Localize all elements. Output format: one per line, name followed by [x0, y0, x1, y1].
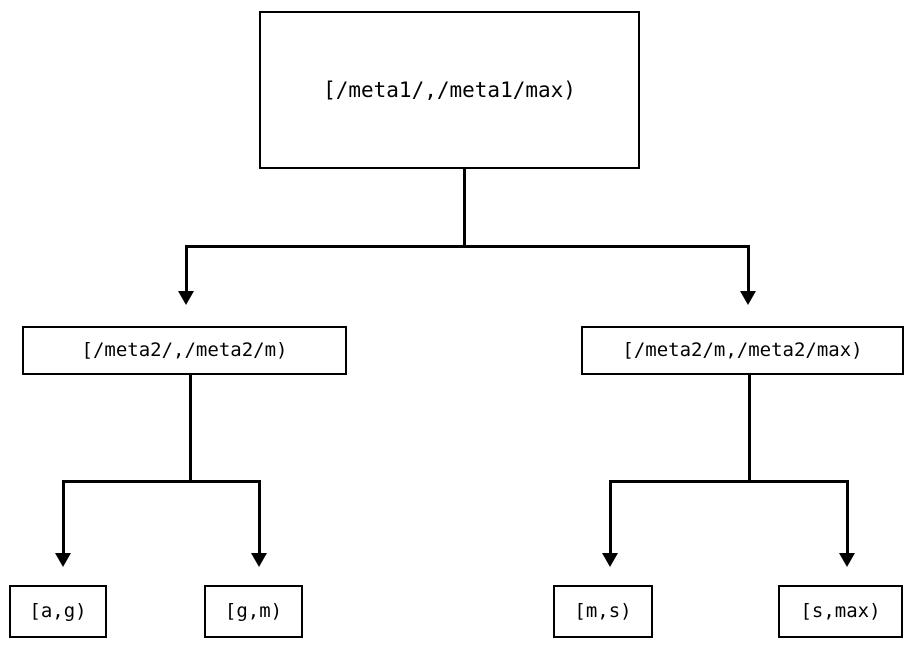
- edge-mid-left-to-leaf-ag-drop: [62, 480, 65, 554]
- arrowhead-mid-right-to-leaf-ms-icon: [602, 553, 618, 567]
- edge-root-to-mid-left-drop: [185, 245, 188, 292]
- tree-node-mid-left-label: [/meta2/,/meta2/m): [81, 339, 288, 361]
- tree-node-leaf-g-m[interactable]: [g,m): [204, 585, 303, 638]
- edge-root-to-mid-right-drop: [747, 245, 750, 292]
- tree-node-leaf-m-s-label: [m,s): [574, 600, 632, 622]
- tree-node-leaf-a-g[interactable]: [a,g): [9, 585, 107, 638]
- edge-mid-right-to-leaf-smax-drop: [846, 480, 849, 554]
- edge-mid-left-stem: [189, 375, 192, 483]
- arrowhead-mid-left-to-leaf-ag-icon: [55, 553, 71, 567]
- edge-root-stem: [463, 169, 466, 247]
- edge-mid-left-crossbar: [62, 480, 261, 483]
- arrowhead-mid-right-to-leaf-smax-icon: [839, 553, 855, 567]
- tree-node-root-label: [/meta1/,/meta1/max): [323, 77, 576, 102]
- tree-node-leaf-a-g-label: [a,g): [29, 600, 87, 622]
- tree-node-leaf-s-max[interactable]: [s,max): [778, 585, 903, 638]
- tree-node-leaf-s-max-label: [s,max): [800, 600, 881, 622]
- arrowhead-root-to-mid-left-icon: [178, 291, 194, 305]
- edge-mid-left-to-leaf-gm-drop: [258, 480, 261, 554]
- edge-mid-right-crossbar: [609, 480, 849, 483]
- tree-node-root[interactable]: [/meta1/,/meta1/max): [259, 11, 640, 169]
- arrowhead-root-to-mid-right-icon: [740, 291, 756, 305]
- tree-node-leaf-g-m-label: [g,m): [224, 600, 283, 622]
- edge-mid-right-stem: [748, 375, 751, 483]
- edge-root-crossbar: [185, 245, 750, 248]
- arrowhead-mid-left-to-leaf-gm-icon: [251, 553, 267, 567]
- tree-node-mid-left[interactable]: [/meta2/,/meta2/m): [22, 326, 347, 375]
- tree-node-mid-right[interactable]: [/meta2/m,/meta2/max): [581, 326, 904, 375]
- tree-node-mid-right-label: [/meta2/m,/meta2/max): [622, 339, 863, 361]
- edge-mid-right-to-leaf-ms-drop: [609, 480, 612, 554]
- tree-node-leaf-m-s[interactable]: [m,s): [553, 585, 653, 638]
